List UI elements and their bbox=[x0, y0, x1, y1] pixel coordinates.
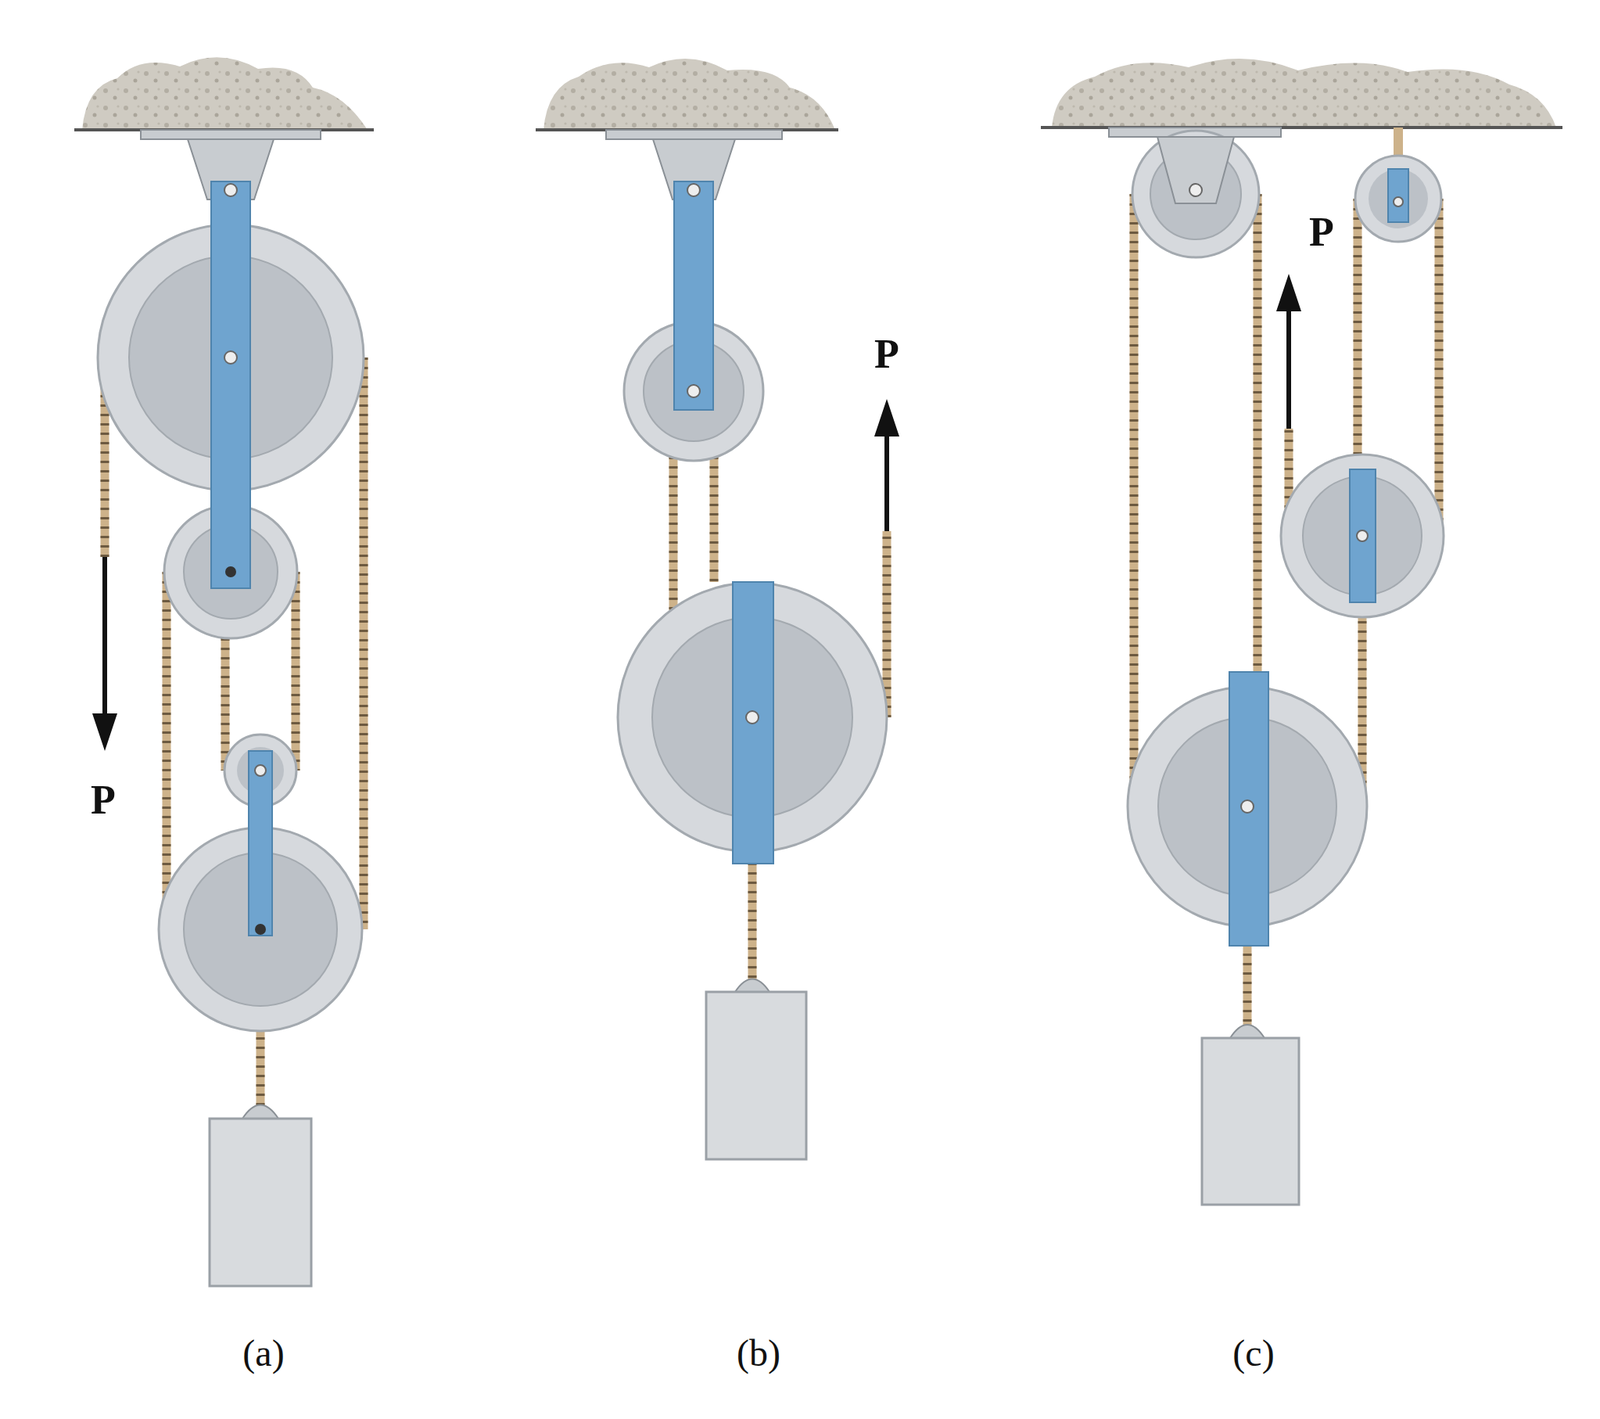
subfigure-label: (a) bbox=[242, 1330, 284, 1374]
force-label: P bbox=[874, 330, 900, 377]
force-label: P bbox=[1309, 208, 1335, 255]
subfigure-label: (b) bbox=[736, 1330, 781, 1374]
pulley-system-a bbox=[97, 139, 364, 1286]
pulley-system-b bbox=[617, 139, 887, 1159]
force-label: P bbox=[90, 776, 116, 823]
pulley-system-c bbox=[1127, 127, 1444, 1205]
subfigure-label: (c) bbox=[1232, 1330, 1274, 1374]
ceiling bbox=[74, 57, 1563, 140]
rope bbox=[104, 193, 1439, 1108]
